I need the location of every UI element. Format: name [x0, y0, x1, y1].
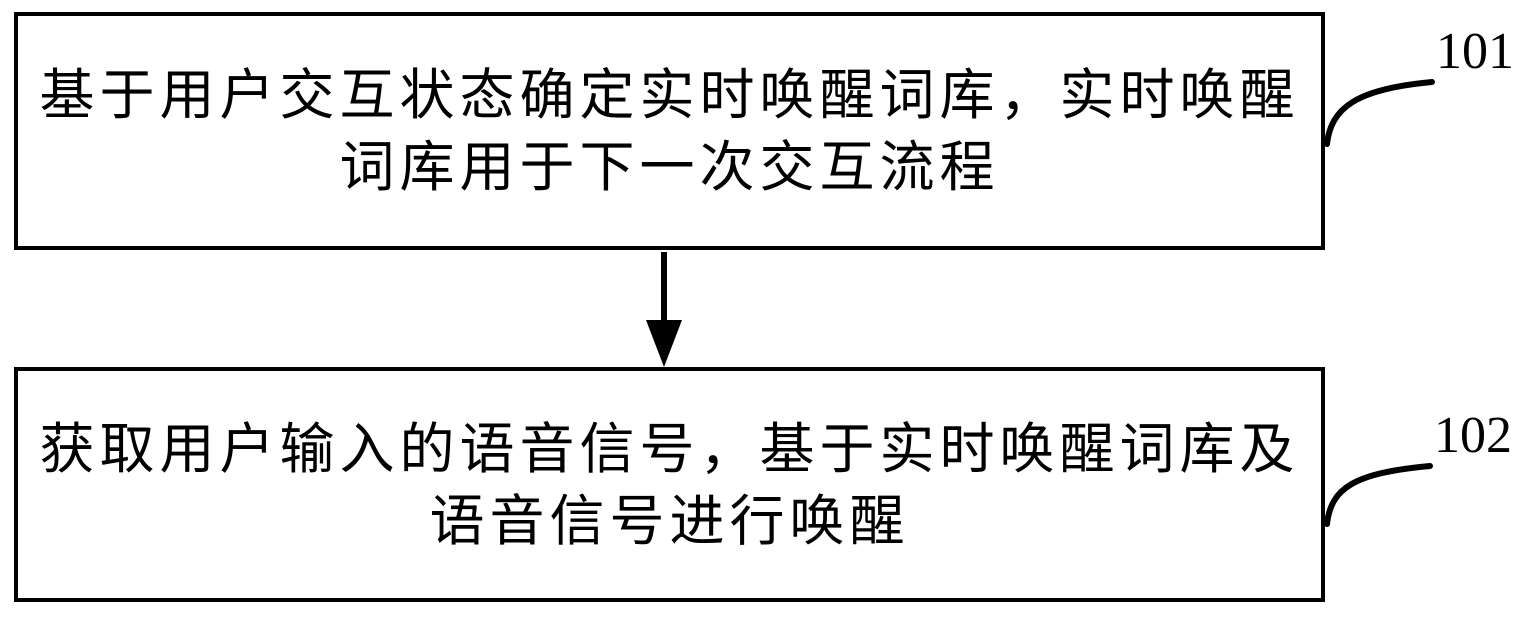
step-101-text-line-1: 基于用户交互状态确定实时唤醒词库，实时唤醒	[39, 63, 1300, 127]
step-102-text-line-1: 获取用户输入的语音信号，基于实时唤醒词库及	[39, 416, 1300, 481]
step-box-101: 基于用户交互状态确定实时唤醒词库，实时唤醒 词库用于下一次交互流程	[14, 12, 1325, 250]
step-101-text-line-2: 词库用于下一次交互流程	[339, 135, 1000, 199]
down-arrow-icon	[646, 252, 682, 367]
leader-curve-102	[1324, 463, 1433, 527]
step-102-text-line-2: 语音信号进行唤醒	[429, 488, 910, 553]
step-box-102: 获取用户输入的语音信号，基于实时唤醒词库及 语音信号进行唤醒	[14, 367, 1325, 602]
leader-curve-101	[1324, 79, 1435, 147]
ref-label-102: 102	[1434, 407, 1512, 464]
ref-label-101: 101	[1436, 23, 1514, 80]
